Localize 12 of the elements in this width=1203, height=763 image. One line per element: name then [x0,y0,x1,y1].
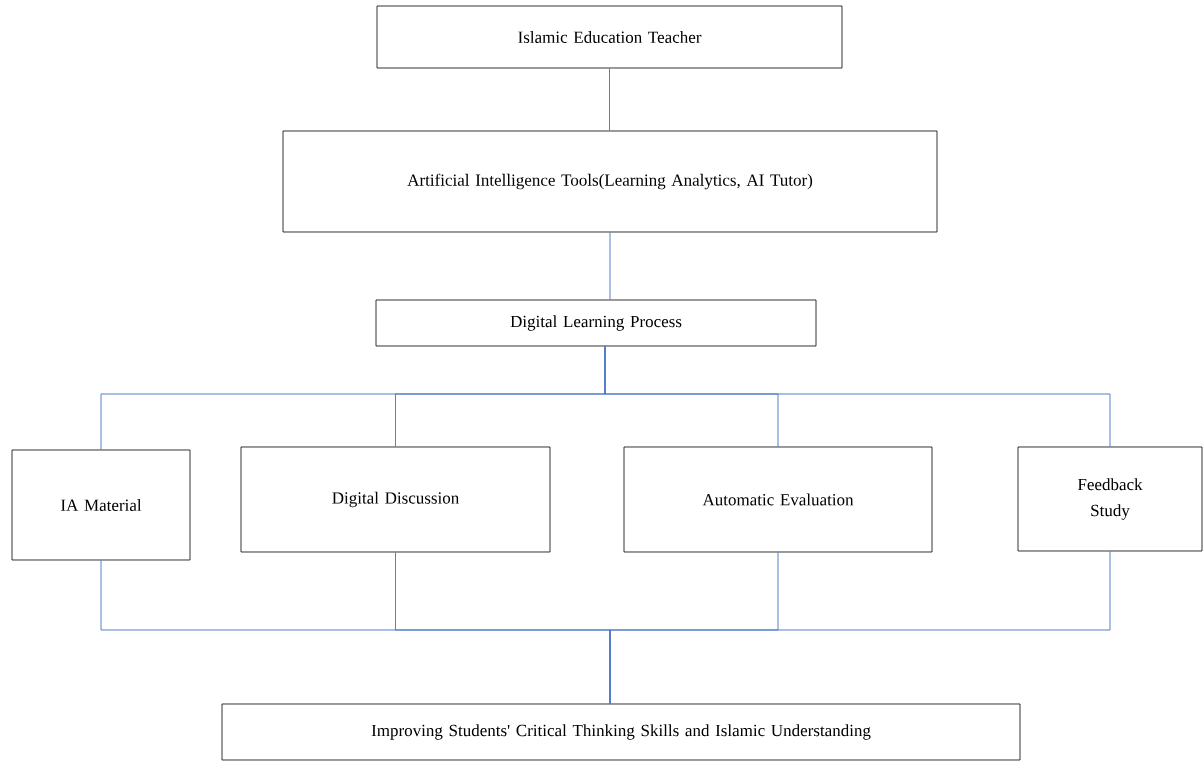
process-box: Feedback Study [1017,446,1203,552]
connector-line [609,550,1111,705]
process-box: IA Material [11,449,191,561]
connector-line [609,67,610,132]
process-box: Digital Learning Process [375,299,817,347]
process-box: Digital Discussion [240,446,551,553]
process-box: Artificial Intelligence Tools(Learning Analytics, AI Tutor) [282,130,938,233]
process-box: Automatic Evaluation [623,446,933,553]
connector-line [609,231,611,301]
process-box: Improving Students' Critical Thinking Skills and Islamic Understanding [221,703,1021,761]
connector-line [604,345,1111,448]
process-box: Islamic Education Teacher [376,5,843,69]
